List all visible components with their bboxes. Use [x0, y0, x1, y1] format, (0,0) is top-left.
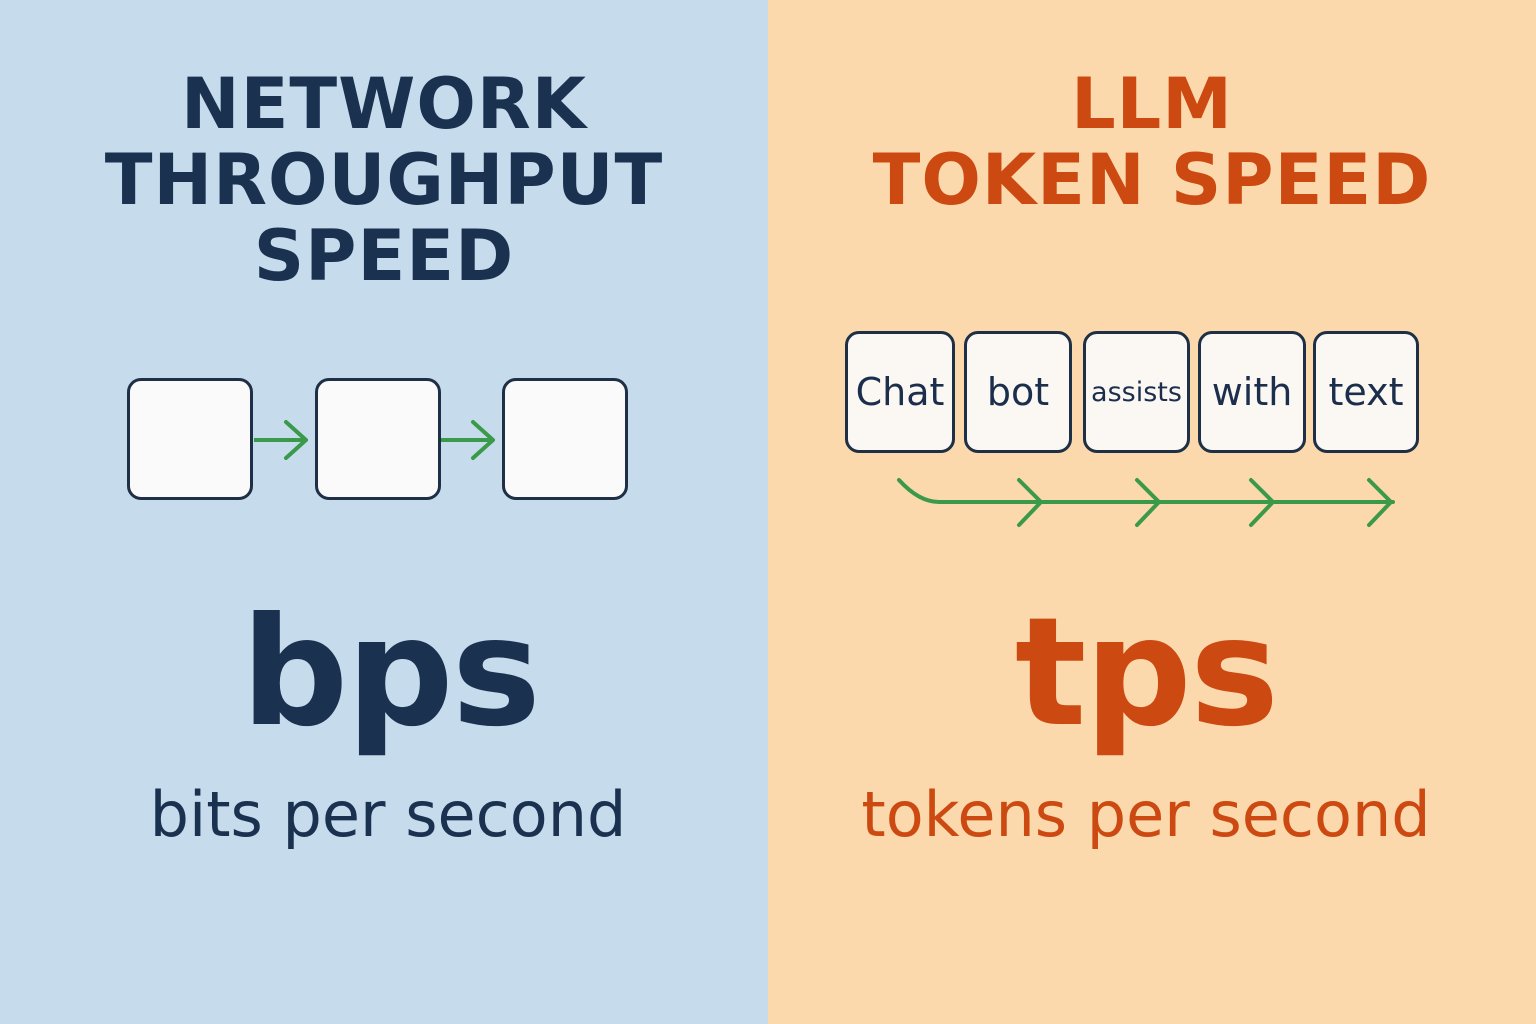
- network-title-line-2: THROUGHPUT: [104, 139, 664, 221]
- token-box: text: [1313, 331, 1419, 453]
- network-panel: NETWORK THROUGHPUT SPEED bps bits per se…: [0, 0, 768, 1024]
- network-title: NETWORK THROUGHPUT SPEED: [0, 66, 768, 294]
- data-packet: [315, 378, 441, 500]
- data-packet: [127, 378, 253, 500]
- network-title-line-1: NETWORK: [180, 63, 587, 145]
- data-packet: [502, 378, 628, 500]
- network-title-line-3: SPEED: [253, 215, 515, 297]
- llm-panel: LLM TOKEN SPEED Chat bot assists with te…: [768, 0, 1536, 1024]
- token-box: with: [1198, 331, 1306, 453]
- token-box: Chat: [845, 331, 955, 453]
- right-arrow-icon: [441, 420, 495, 460]
- llm-unit: tps: [1014, 586, 1279, 760]
- llm-title-line-1: LLM: [1071, 63, 1233, 145]
- llm-title: LLM TOKEN SPEED: [768, 66, 1536, 218]
- right-arrow-icon: [1017, 478, 1043, 527]
- token-box: bot: [964, 331, 1072, 453]
- llm-unit-description: tokens per second: [861, 778, 1431, 851]
- llm-title-line-2: TOKEN SPEED: [872, 139, 1432, 221]
- token-stream-arrow: [897, 478, 1395, 527]
- right-arrow-icon: [1367, 478, 1393, 527]
- right-arrow-icon: [254, 420, 308, 460]
- right-arrow-icon: [1135, 478, 1161, 527]
- token-box: assists: [1083, 331, 1190, 453]
- right-arrow-icon: [1249, 478, 1275, 527]
- network-unit-description: bits per second: [149, 778, 627, 851]
- network-unit: bps: [240, 586, 541, 760]
